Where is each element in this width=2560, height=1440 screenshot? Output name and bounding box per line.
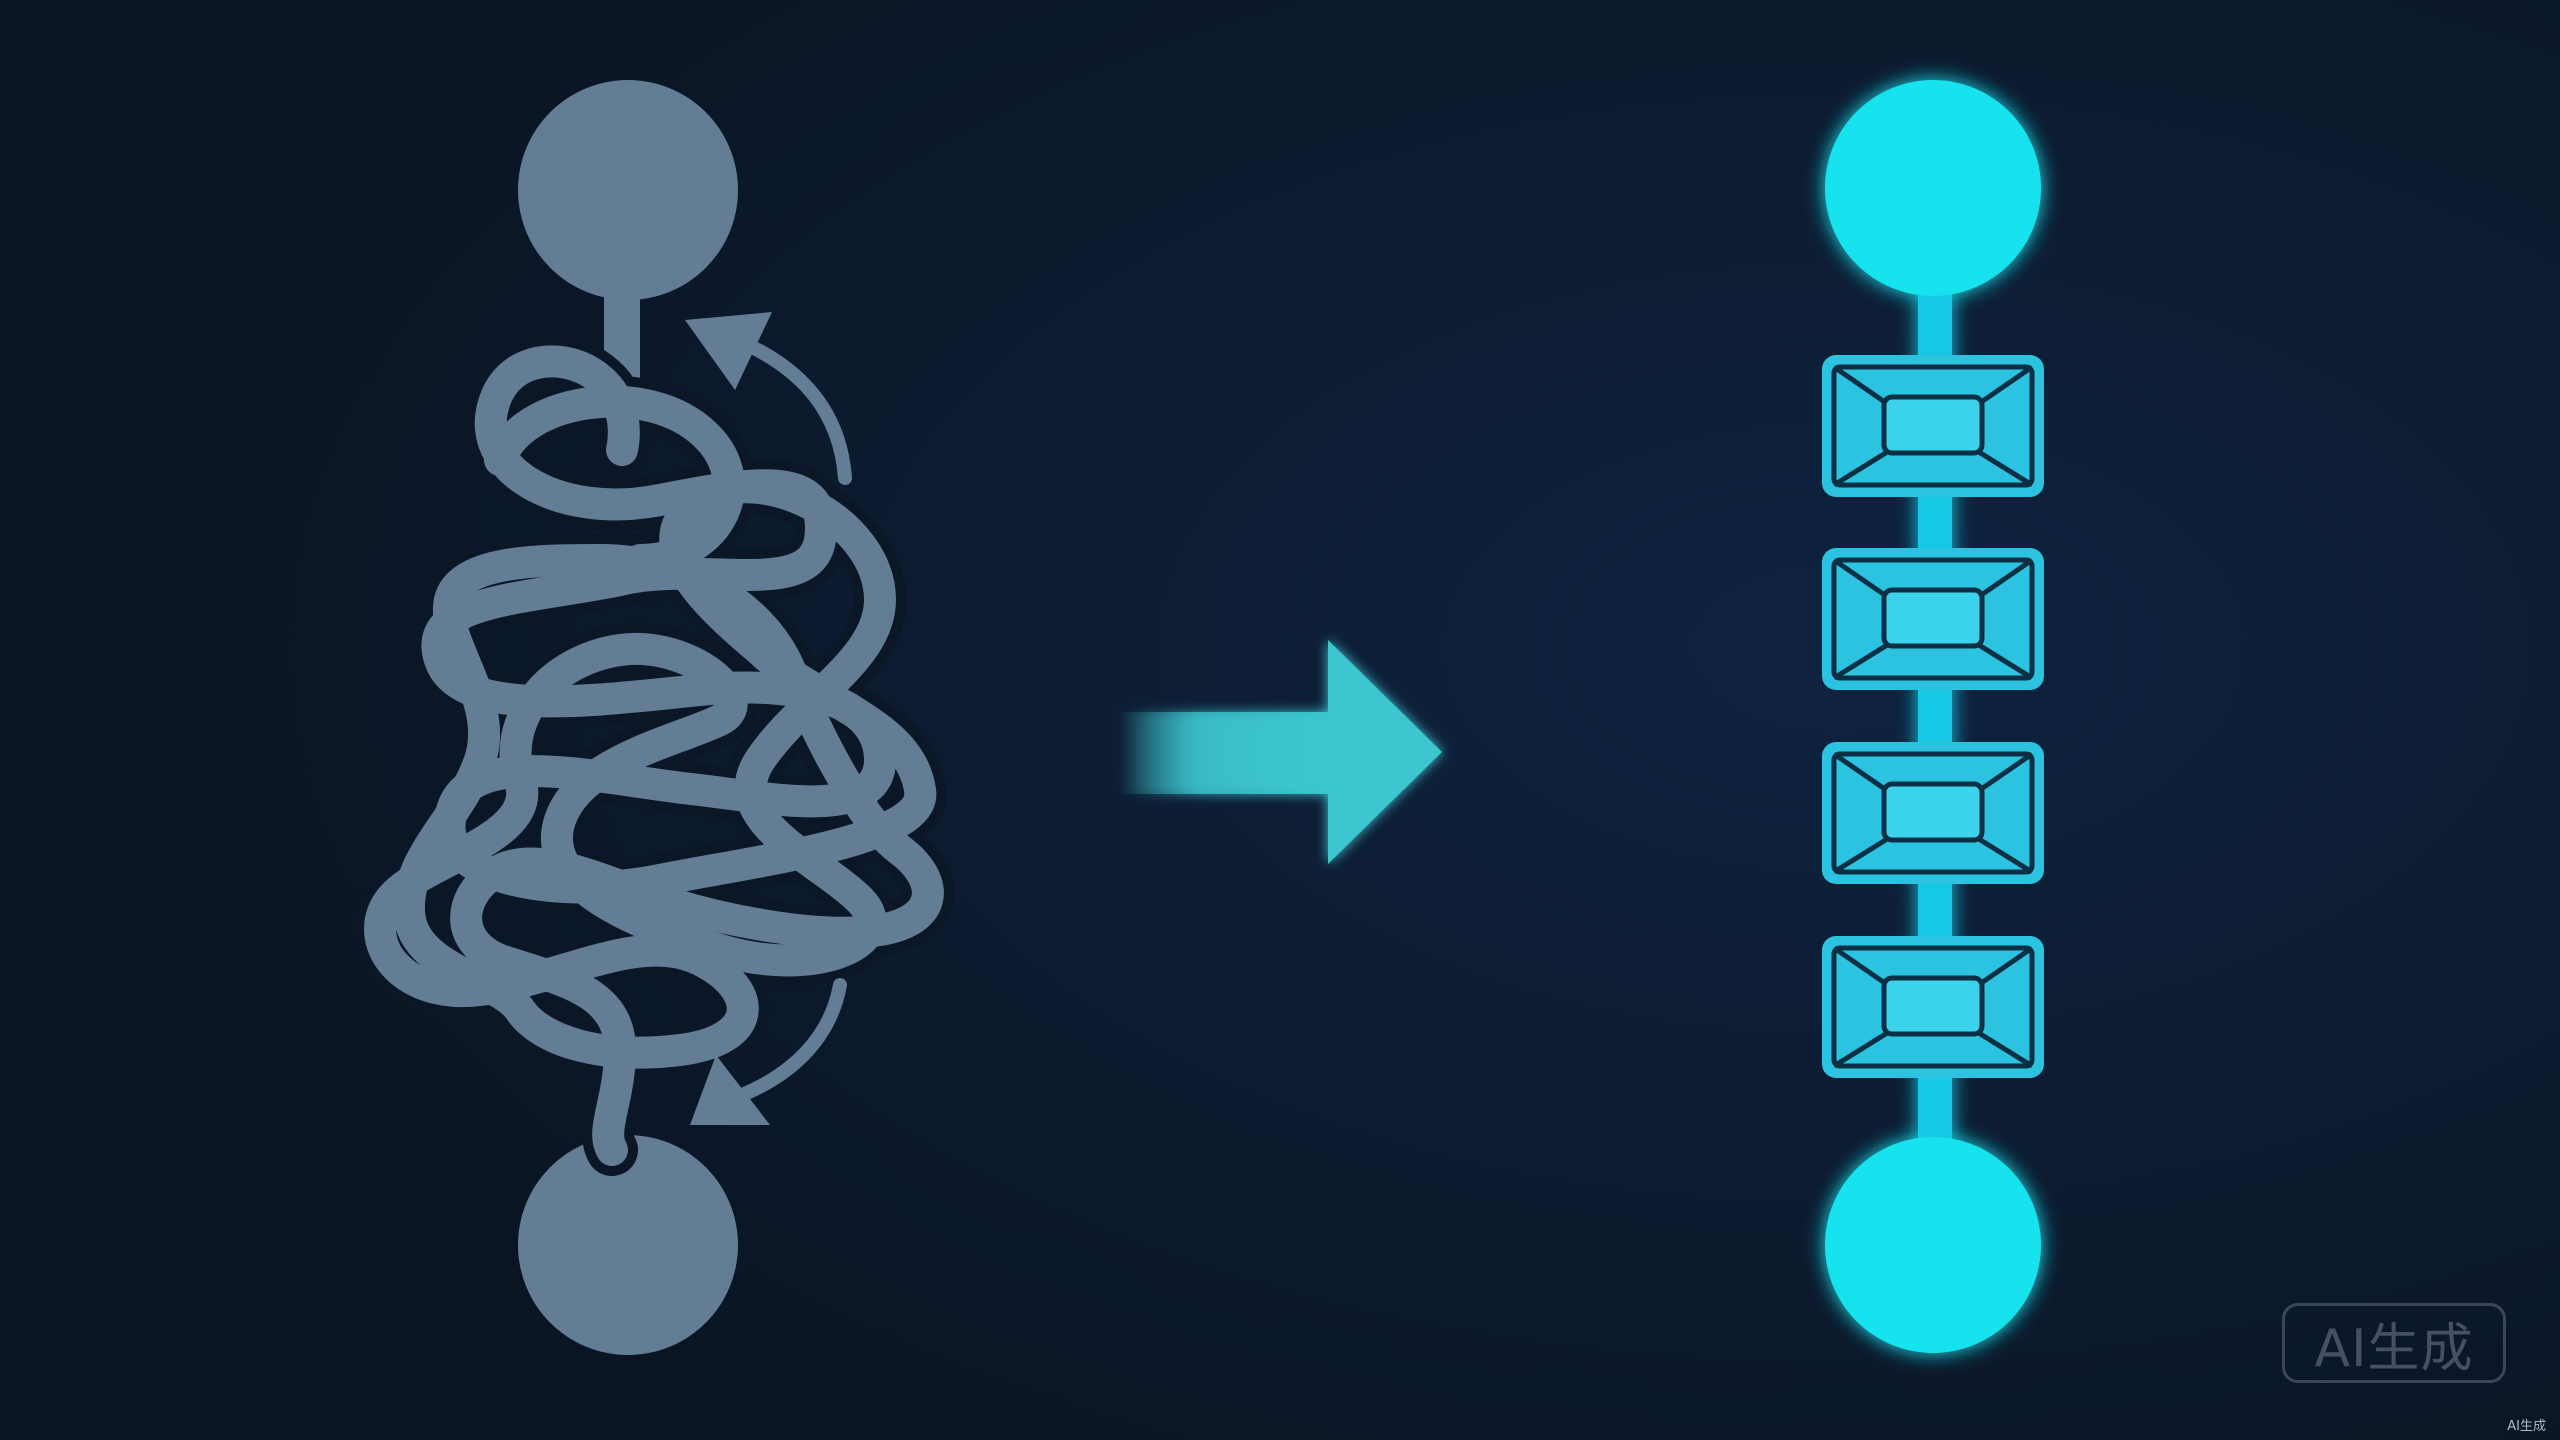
tangled-end-node xyxy=(518,1135,738,1355)
curved-arrow-down-icon xyxy=(690,978,847,1125)
tangle-lines xyxy=(364,345,944,1166)
ordered-end-node xyxy=(1825,1137,2041,1353)
curved-arrow-up-icon xyxy=(685,312,852,485)
tangled-path-group xyxy=(354,80,954,1355)
envelope-icon xyxy=(1822,548,2044,690)
arrow-right-icon xyxy=(1120,640,1442,864)
envelope-icon xyxy=(1822,936,2044,1078)
tangled-start-node xyxy=(518,80,738,300)
envelope-icon xyxy=(1822,742,2044,884)
ordered-start-node xyxy=(1825,80,2041,296)
watermark-badge: AI生成 xyxy=(2282,1303,2506,1383)
corner-label: AI生成 xyxy=(2507,1419,2546,1434)
envelope-icon xyxy=(1822,355,2044,497)
chain-links xyxy=(1822,355,2044,1078)
